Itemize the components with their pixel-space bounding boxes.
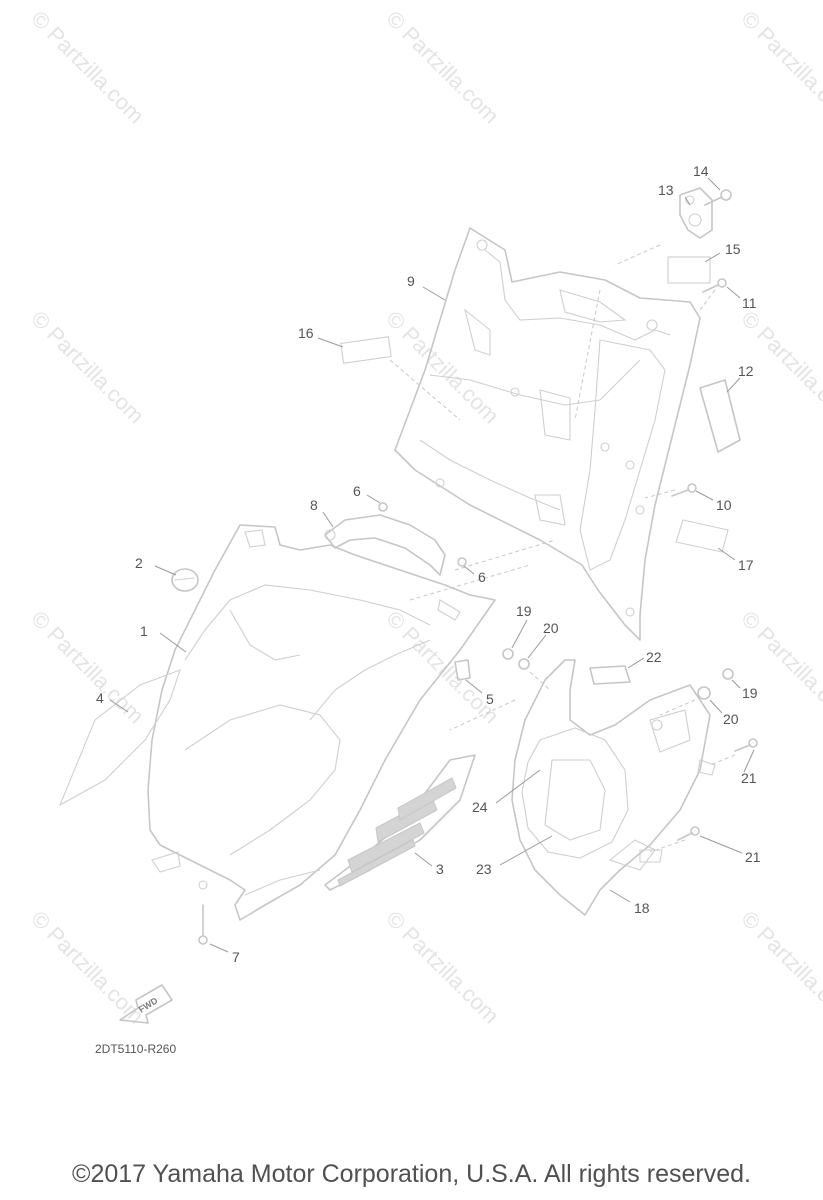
screw-19-left bbox=[502, 648, 514, 660]
callout-12: 12 bbox=[738, 363, 754, 379]
callout-15: 15 bbox=[725, 241, 741, 257]
leader-lines bbox=[109, 177, 755, 953]
callout-19-right: 19 bbox=[742, 685, 758, 701]
watermark: © Partzilla.com bbox=[381, 306, 504, 429]
callout-10: 10 bbox=[716, 497, 732, 513]
callout-1: 1 bbox=[140, 623, 148, 639]
washer-20-left bbox=[518, 658, 530, 670]
callout-6-lower: 6 bbox=[478, 569, 486, 585]
callout-16: 16 bbox=[298, 325, 314, 341]
callout-4: 4 bbox=[96, 690, 104, 706]
callout-2: 2 bbox=[135, 555, 143, 571]
nut-6-upper bbox=[378, 502, 388, 512]
copyright-notice: ©2017 Yamaha Motor Corporation, U.S.A. A… bbox=[72, 1160, 751, 1188]
callout-24: 24 bbox=[472, 799, 488, 815]
callout-22: 22 bbox=[646, 649, 662, 665]
callout-11: 11 bbox=[742, 295, 757, 311]
callout-20-right: 20 bbox=[723, 711, 739, 727]
emblem-2 bbox=[171, 568, 199, 592]
watermark: © Partzilla.com bbox=[26, 606, 149, 729]
screw-10 bbox=[671, 483, 697, 497]
bolt-14 bbox=[704, 189, 732, 206]
watermark: © Partzilla.com bbox=[26, 306, 149, 429]
callout-9: 9 bbox=[407, 273, 415, 289]
callout-18: 18 bbox=[634, 900, 650, 916]
watermark: © Partzilla.com bbox=[381, 6, 504, 129]
callout-21-lower: 21 bbox=[745, 849, 761, 865]
screw-21-upper bbox=[734, 738, 758, 752]
screw-11 bbox=[702, 278, 727, 293]
center-cover-8 bbox=[324, 514, 446, 576]
pad-12 bbox=[699, 379, 741, 453]
callout-17: 17 bbox=[738, 557, 754, 573]
label-15 bbox=[667, 256, 711, 284]
assembly-lines bbox=[389, 244, 736, 853]
callout-5: 5 bbox=[486, 691, 494, 707]
callouts: 1 2 3 4 5 6 6 7 8 9 10 11 12 13 14 15 16… bbox=[96, 163, 761, 965]
watermark: © Partzilla.com bbox=[736, 6, 823, 129]
nut-6-lower bbox=[457, 557, 467, 567]
inner-panel bbox=[394, 227, 701, 641]
front-cover-1 bbox=[147, 524, 496, 921]
callout-23: 23 bbox=[476, 861, 492, 877]
watermark: © Partzilla.com bbox=[736, 906, 823, 1029]
watermark: © Partzilla.com bbox=[26, 906, 149, 1029]
callout-3: 3 bbox=[436, 861, 444, 877]
watermarks: © Partzilla.com © Partzilla.com © Partzi… bbox=[26, 6, 823, 1029]
callout-19-left: 19 bbox=[516, 603, 532, 619]
watermark: © Partzilla.com bbox=[381, 906, 504, 1029]
watermark: © Partzilla.com bbox=[26, 6, 149, 129]
watermark: © Partzilla.com bbox=[381, 606, 504, 729]
screw-21-lower bbox=[677, 826, 700, 841]
callout-14: 14 bbox=[693, 163, 709, 179]
callout-21-upper: 21 bbox=[741, 770, 757, 786]
bracket-13 bbox=[679, 187, 713, 239]
headlight-18 bbox=[511, 659, 716, 916]
washer-20-right bbox=[697, 686, 711, 700]
side-decal-3 bbox=[324, 754, 476, 891]
callout-8: 8 bbox=[310, 497, 318, 513]
label-17 bbox=[675, 519, 729, 553]
clip-5 bbox=[454, 659, 471, 681]
callout-6-upper: 6 bbox=[353, 483, 361, 499]
decal-4 bbox=[58, 669, 181, 807]
screw-7 bbox=[198, 904, 208, 945]
callout-13: 13 bbox=[658, 182, 674, 198]
label-16 bbox=[340, 336, 392, 364]
callout-20-left: 20 bbox=[543, 620, 559, 636]
callout-7: 7 bbox=[232, 949, 240, 965]
watermark: © Partzilla.com bbox=[736, 606, 823, 729]
pad-22 bbox=[589, 665, 631, 685]
drawing-code: 2DT5110-R260 bbox=[95, 1042, 176, 1056]
screw-19-right bbox=[722, 668, 734, 680]
